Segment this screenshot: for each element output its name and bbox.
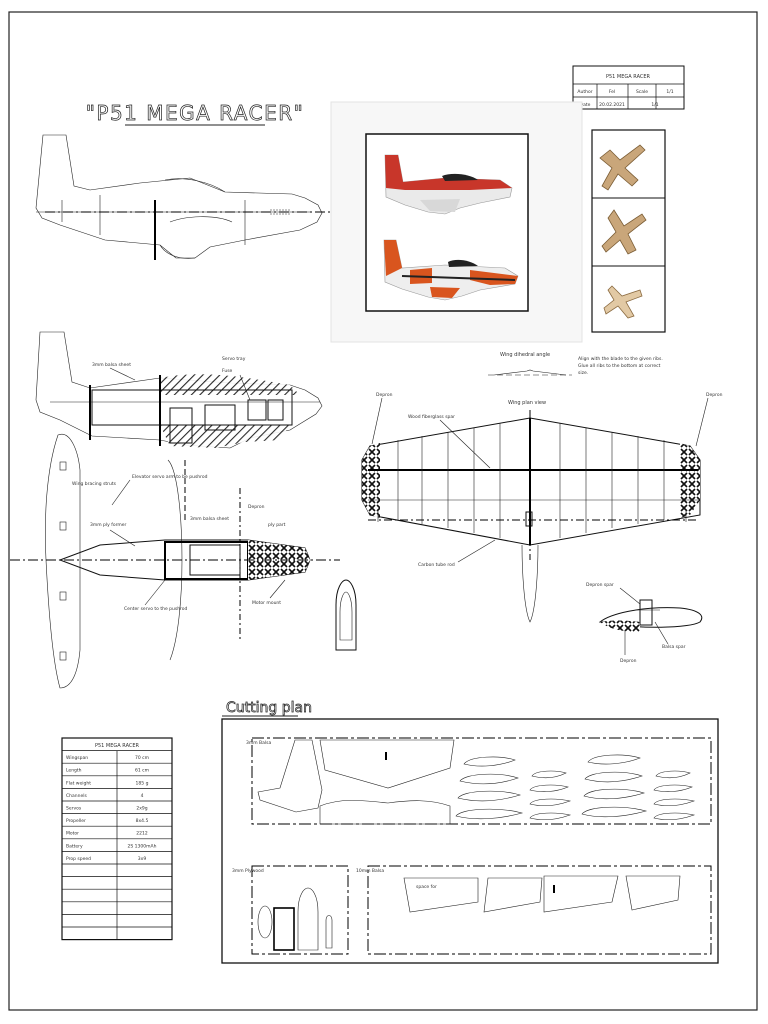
tb-date-label: Date <box>580 102 591 108</box>
specs-table: P51 MEGA RACER Wingspan 70 cm Length 61 cm Fl… <box>61 737 173 941</box>
tb-date: 20.02.2021 <box>599 102 625 108</box>
tb-sheet: 1/1 <box>651 102 658 108</box>
label-depron-spar: Depron spar <box>586 582 614 588</box>
dihedral-note-3: size. <box>578 370 588 376</box>
specs-title: P51 MEGA RACER <box>95 743 140 749</box>
model-photo-3 <box>603 285 643 319</box>
label-space-for: space for <box>416 884 437 890</box>
title-block-name: P51 MEGA RACER <box>606 74 651 80</box>
label-cut-balsa-10: 10mm Balsa <box>356 868 384 874</box>
model-photo-1 <box>599 144 646 191</box>
specs-value: 2212 <box>136 831 148 837</box>
label-balsa-sheet-2: 3mm balsa sheet <box>190 516 229 522</box>
specs-value: 70 cm <box>135 755 149 761</box>
plan-top-view: Wing bracing struts Elevator servo arm t… <box>10 433 340 689</box>
tb-scale: 1/1 <box>666 89 673 95</box>
tb-author-label: Author <box>577 89 592 95</box>
dihedral-note-2: Glue all ribs to the bottom at correct <box>578 363 661 369</box>
model-photo-2 <box>601 209 647 255</box>
label-motor-mount: Motor mount <box>252 600 281 606</box>
specs-key: Battery <box>66 843 83 849</box>
cutting-plan: Cutting plan 3mm Balsa <box>221 700 719 964</box>
label-depron-4: Depron <box>620 658 637 664</box>
cutting-plan-title: Cutting plan <box>226 700 312 716</box>
model-photos <box>591 129 666 333</box>
label-elevator: Elevator servo arm to be pushrod <box>132 474 208 480</box>
render-red-plane <box>384 154 513 215</box>
label-depron-1: Depron <box>376 392 393 398</box>
specs-key: Wingspan <box>66 755 88 761</box>
label-bracing-struts: Wing bracing struts <box>72 481 117 487</box>
label-wing-plan: Wing plan view <box>508 400 546 406</box>
specs-key: Motor <box>66 831 79 837</box>
specs-value: 2x9g <box>136 806 147 812</box>
tb-author: Fel <box>609 89 615 95</box>
canopy-part <box>335 579 357 651</box>
plan-title: "P51 MEGA RACER" <box>86 101 305 125</box>
specs-value: 61 cm <box>135 768 149 774</box>
specs-key: Servos <box>66 806 82 812</box>
specs-value: 2S 1300mAh <box>128 843 157 849</box>
render-orange-plane <box>383 239 519 301</box>
tb-scale-label: Scale <box>636 89 648 95</box>
label-cut-balsa: 3mm Balsa <box>246 740 272 746</box>
specs-key: Prop speed <box>66 856 91 862</box>
render-panel <box>330 101 583 343</box>
specs-value: 3x9 <box>138 856 147 862</box>
label-fuse: Fuse <box>222 368 233 374</box>
specs-value: 8x4.5 <box>136 818 149 824</box>
label-ply-former: 3mm ply former <box>90 522 127 528</box>
label-balsa-sheet: 3mm balsa sheet <box>92 362 131 368</box>
label-ply-part: ply part <box>268 522 286 528</box>
label-depron-3: Depron <box>248 504 265 510</box>
wing-rib-detail: Depron spar Balsa spar Depron <box>586 582 703 664</box>
label-servo-tray: Servo tray <box>222 356 246 362</box>
rib-parts <box>455 754 696 820</box>
title-block: P51 MEGA RACER Author Fel Scale 1/1 Date… <box>572 65 685 110</box>
label-center-pushrod: Center servo to the pushrod <box>124 606 188 612</box>
label-depron-2: Depron <box>706 392 723 398</box>
specs-key: Channels <box>66 793 87 799</box>
fuselage-side-view-top <box>35 134 340 260</box>
label-wood-spar: Wood fiberglass spar <box>408 414 455 420</box>
label-dihedral-note: Align with the blade to the given ribs. <box>578 356 663 362</box>
label-cut-plywood: 3mm Plywood <box>232 868 264 874</box>
label-balsa-spar: Balsa spar <box>662 644 686 650</box>
label-carbon-rod: Carbon tube rod <box>418 562 455 568</box>
specs-value: 185 g <box>136 780 149 786</box>
wing-plan-view: Wing dihedral angle Align with the blade… <box>361 352 723 623</box>
label-wing-dihedral: Wing dihedral angle <box>500 352 550 358</box>
sheet-border <box>8 11 758 1011</box>
specs-key: Length <box>66 768 82 774</box>
specs-key: Flat weight <box>66 780 91 786</box>
specs-value: 4 <box>141 793 144 799</box>
fuselage-side-view-construction: 3mm balsa sheet Servo tray Fuse <box>35 331 323 449</box>
specs-key: Propeller <box>66 818 86 824</box>
